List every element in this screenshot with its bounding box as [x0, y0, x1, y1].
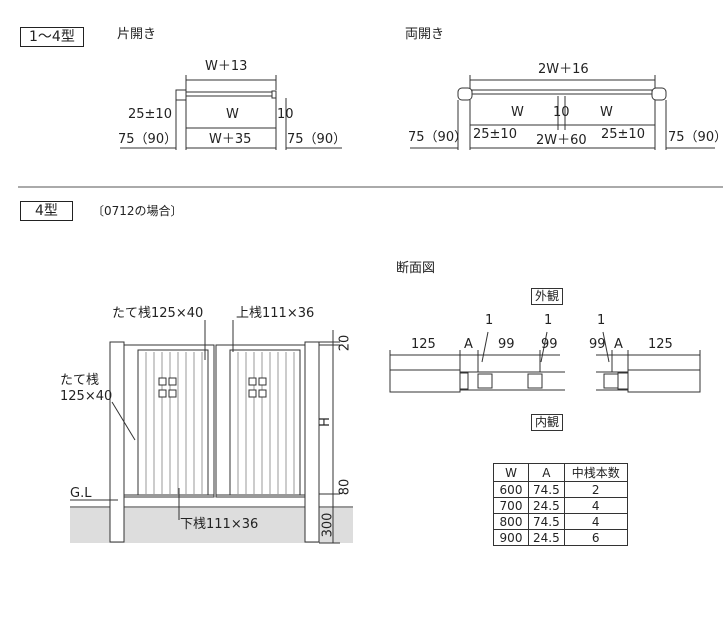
dim-20: 20	[337, 334, 353, 352]
post-side-label-1: たて桟	[60, 373, 100, 388]
section-title: 断面図	[396, 261, 436, 276]
section-dim-99a: 99	[498, 337, 515, 352]
gate-elevation	[70, 320, 353, 544]
section-dim-1b: 1	[544, 313, 553, 328]
double-outer-right: 75（90）	[668, 130, 723, 145]
header-mid-rail-count: 中桟本数	[563, 463, 628, 482]
single-inner-w: W	[226, 107, 239, 122]
cell-a: 74.5	[528, 481, 565, 498]
section-dim-a2: A	[614, 337, 623, 352]
bottom-rail-label: 下桟111×36	[180, 517, 259, 532]
inside-view-label: 内観	[531, 414, 564, 431]
dim-80: 80	[337, 478, 353, 496]
cell-count: 4	[563, 497, 628, 514]
double-outer-left: 75（90）	[408, 130, 468, 145]
cell-w: 700	[493, 497, 529, 514]
double-w-right: W	[600, 105, 613, 120]
type-range-label: 1～4型	[20, 27, 84, 47]
double-top-dim: 2W＋16	[538, 62, 589, 77]
double-total: 2W＋60	[536, 133, 587, 148]
table-row: 600 74.5 2	[493, 481, 628, 498]
section-dim-a1: A	[464, 337, 473, 352]
section-drawing	[389, 331, 701, 393]
ground-level-label: G.L	[70, 486, 92, 501]
single-outer-right: 75（90）	[287, 132, 347, 147]
section-dim-1c: 1	[597, 313, 606, 328]
single-outer-left: 75（90）	[118, 132, 178, 147]
type4-label: 4型	[20, 201, 73, 221]
cell-w: 900	[493, 529, 529, 546]
section-dim-125b: 125	[648, 337, 673, 352]
double-gap-right: 25±10	[601, 127, 645, 142]
outside-view-label: 外観	[531, 288, 564, 305]
post-side-label-2: 125×40	[60, 389, 113, 404]
cell-count: 6	[563, 529, 628, 546]
top-rail-label: 上桟111×36	[236, 306, 315, 321]
section-dim-99c: 99	[589, 337, 606, 352]
single-top-dim: W＋13	[205, 59, 248, 74]
cell-a: 24.5	[528, 497, 565, 514]
double-center-gap: 10	[553, 105, 570, 120]
single-gate-plan	[120, 75, 342, 150]
type4-note: 〔0712の場合〕	[92, 204, 183, 218]
section-dim-125a: 125	[411, 337, 436, 352]
double-w-left: W	[511, 105, 524, 120]
table-header-row: W A 中桟本数	[493, 463, 628, 482]
cell-a: 24.5	[528, 529, 565, 546]
dim-300: 300	[320, 512, 336, 538]
double-swing-heading: 両開き	[405, 27, 445, 42]
section-dim-99b: 99	[541, 337, 558, 352]
single-right-gap: 10	[277, 107, 294, 122]
double-gate-plan	[410, 75, 715, 150]
dim-h: H	[317, 417, 333, 427]
single-swing-heading: 片開き	[117, 27, 157, 42]
post-top-label: たて桟125×40	[112, 306, 204, 321]
spec-table: W A 中桟本数 600 74.5 2 700 24.5 4 800 74.5 …	[493, 463, 628, 546]
cell-w: 800	[493, 513, 529, 530]
single-outer-w: W＋35	[209, 132, 252, 147]
cell-count: 4	[563, 513, 628, 530]
cell-count: 2	[563, 481, 628, 498]
cell-a: 74.5	[528, 513, 565, 530]
table-row: 700 24.5 4	[493, 497, 628, 514]
header-a: A	[528, 463, 565, 482]
cell-w: 600	[493, 481, 529, 498]
single-left-gap: 25±10	[128, 107, 172, 122]
section-dim-1a: 1	[485, 313, 494, 328]
table-row: 800 74.5 4	[493, 513, 628, 530]
table-row: 900 24.5 6	[493, 529, 628, 546]
double-gap-left: 25±10	[473, 127, 517, 142]
header-w: W	[493, 463, 529, 482]
